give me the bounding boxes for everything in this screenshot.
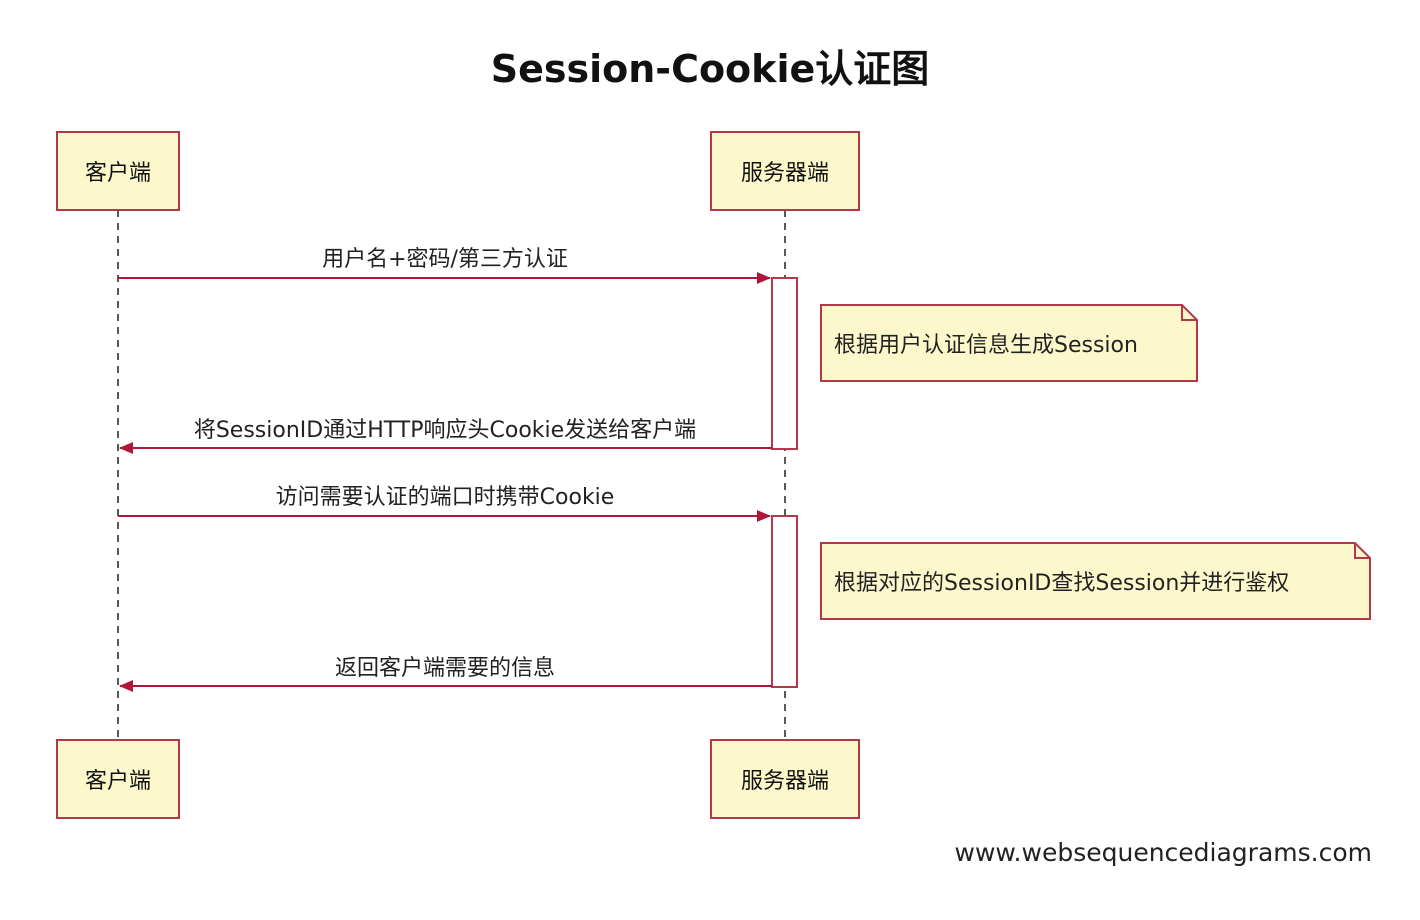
message-4-label: 返回客户端需要的信息: [335, 656, 555, 681]
participant-server-label-bottom: 服务器端: [741, 769, 829, 794]
server-activation-2: [771, 515, 798, 688]
watermark-link[interactable]: www.websequencediagrams.com: [954, 838, 1372, 867]
server-activation-1: [771, 277, 798, 450]
note-2: 根据对应的SessionID查找Session并进行鉴权: [820, 542, 1371, 620]
note-2-text: 根据对应的SessionID查找Session并进行鉴权: [834, 571, 1289, 596]
participant-server-label: 服务器端: [741, 161, 829, 186]
participant-client-label: 客户端: [85, 161, 151, 186]
participant-server-top: 服务器端: [710, 131, 860, 211]
participant-client-top: 客户端: [56, 131, 180, 211]
participant-client-label-bottom: 客户端: [85, 769, 151, 794]
diagram-title: Session-Cookie认证图: [490, 47, 930, 91]
note-1: 根据用户认证信息生成Session: [820, 304, 1198, 382]
message-2-label: 将SessionID通过HTTP响应头Cookie发送给客户端: [194, 418, 696, 443]
note-1-text: 根据用户认证信息生成Session: [834, 333, 1138, 358]
participant-server-bottom: 服务器端: [710, 739, 860, 819]
message-3-label: 访问需要认证的端口时携带Cookie: [276, 485, 615, 510]
participant-client-bottom: 客户端: [56, 739, 180, 819]
message-1-label: 用户名+密码/第三方认证: [322, 247, 568, 272]
